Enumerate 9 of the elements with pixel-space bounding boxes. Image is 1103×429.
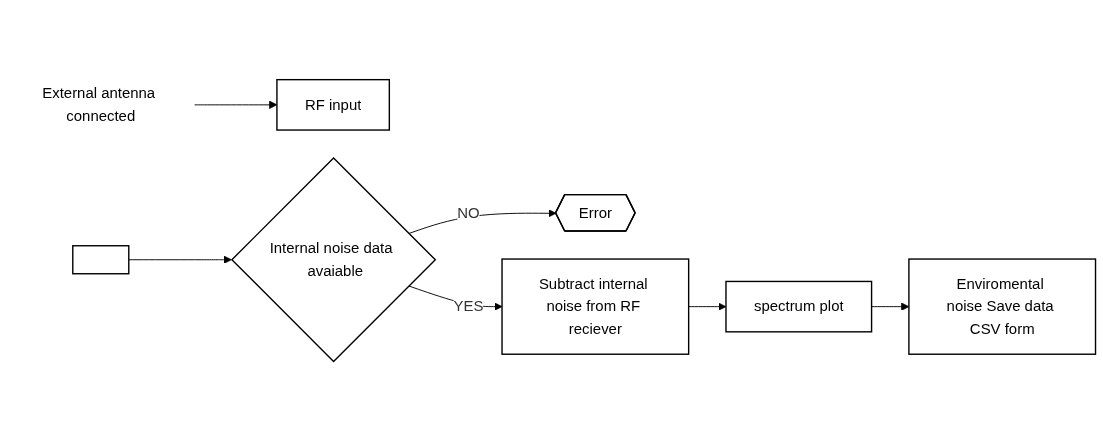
node-box [72,244,130,274]
node-box: Enviromental noise Save data CSV form [908,257,1097,355]
node-box: Subtract internal noise from RF reciever [501,257,690,355]
edge-label: NO [457,203,480,220]
node-box: RF input [276,78,391,131]
node-diamond: Internal noise data avaiable [230,156,437,362]
node-text: External antenna connected [42,84,156,124]
edge-label: YES [453,297,484,314]
node-box: spectrum plot [725,280,873,333]
